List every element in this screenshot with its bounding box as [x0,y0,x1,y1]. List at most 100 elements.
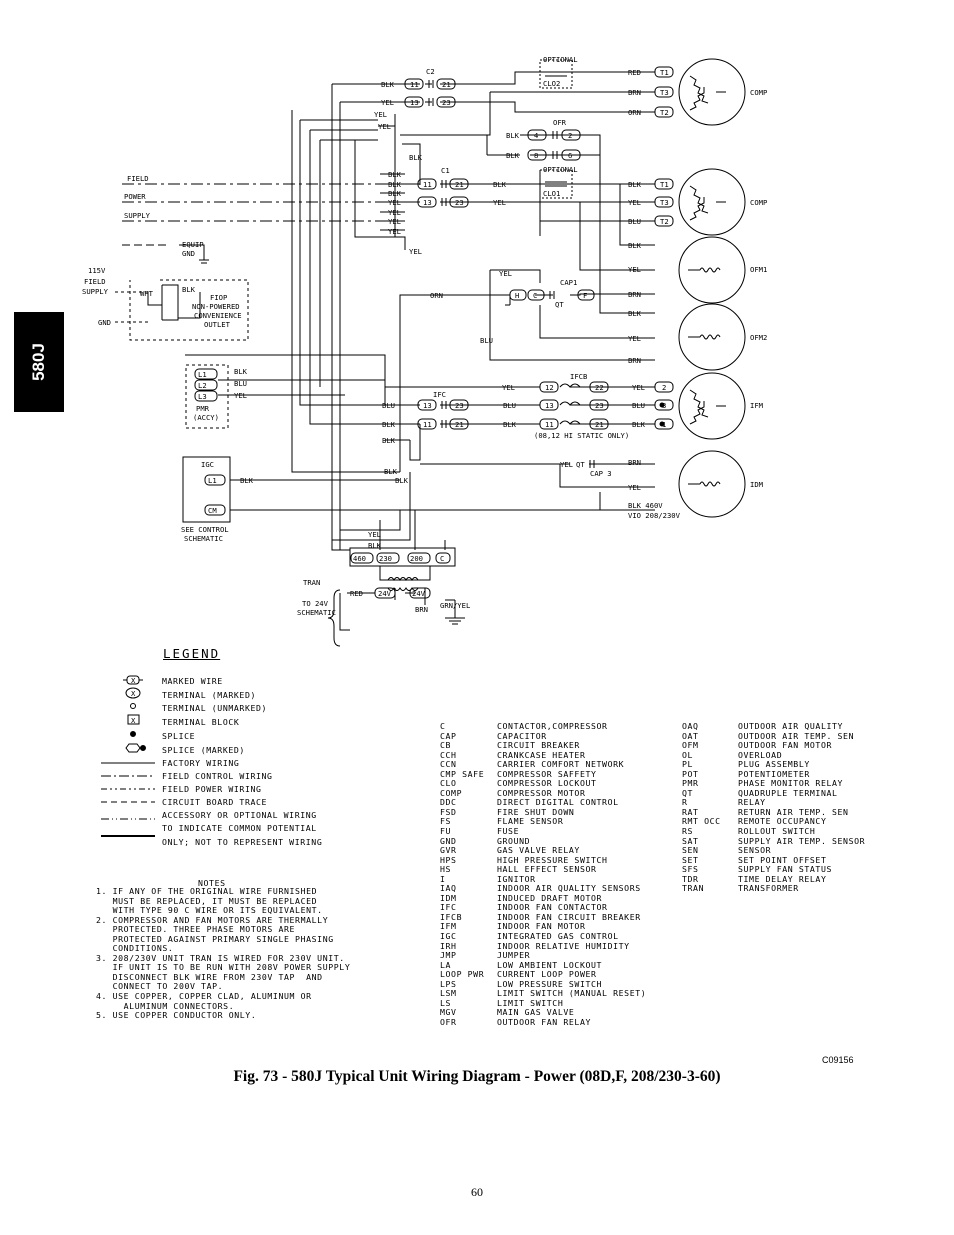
term-t2b: T2 [660,217,669,226]
wire-label-13: YEL [409,247,422,256]
abbr-meaning: FUSE [497,826,520,837]
abbr-meaning: SENSOR [738,845,772,856]
abbr-code: MGV [440,1007,457,1018]
abbr-code: LS [440,997,452,1008]
wire-label-29: YEL [560,460,573,469]
abbr-meaning: COMPRESSOR MOTOR [497,787,586,798]
hi-static-label: (08,12 HI STATIC ONLY) [534,431,629,440]
abbr-meaning: PLUG ASSEMBLY [738,759,810,770]
figure-code: C09156 [822,1055,854,1065]
pmr-label: PMR [196,404,210,413]
abbr-code: IDM [440,892,457,903]
abbr-meaning: GROUND [497,835,531,846]
abbr-meaning: INDOOR FAN CIRCUIT BREAKER [497,911,641,922]
motors [678,58,746,518]
term-13c: 13 [423,401,432,410]
wire-label-24: BLK [382,420,396,429]
abbr-meaning: CONTACTOR,COMPRESSOR [497,721,608,731]
abbr-code: FU [440,826,452,837]
abbr-meaning: COMPRESSOR SAFFETY [497,768,597,779]
legend-line-label: FIELD POWER WIRING [162,784,262,795]
c1-label: C1 [441,166,450,175]
note-line: CONNECT TO 200V TAP. [96,981,224,992]
abbr-meaning: LOW PRESSURE SWITCH [497,978,603,989]
comp-motor-top [678,58,746,126]
legend-symbol-label: SPLICE (MARKED) [162,744,245,755]
abbr-meaning: TRANSFORMER [738,883,799,894]
wire-label-3: YEL [374,110,387,119]
abbr-meaning: HIGH PRESSURE SWITCH [497,854,608,865]
abbr-meaning: FIRE SHUT DOWN [497,806,575,817]
legend-symbols [101,675,155,837]
tran-yel-label: YEL [368,530,381,539]
wires [115,71,655,647]
abbr-meaning: COMPRESSOR LOCKOUT [497,778,597,789]
note-line: 3. 208/230V UNIT TRAN IS WIRED FOR 230V … [96,952,345,963]
l3-label: L3 [198,392,207,401]
legend-line-label: TO INDICATE COMMON POTENTIAL [162,823,317,834]
pmr-yel-label: YEL [234,391,247,400]
abbr-code: FS [440,816,452,827]
abbr-code: OFR [440,1016,457,1027]
term-h: H [515,291,519,300]
outlet-label-3: CONVENIENCE [194,311,242,320]
comp-label-1: COMP [750,88,767,97]
abbr-meaning: REMOTE OCCUPANCY [738,816,827,827]
abbr-code: I [440,873,446,884]
qt-label: QT [555,300,564,309]
wire-label-26: BLK [382,436,396,445]
wire-label-22: BLU [382,401,395,410]
note-line: DISCONNECT BLK WIRE FROM 230V TAP AND [96,971,323,982]
wire-label-6: BLK [388,170,402,179]
blk460-label: BLK 460V [628,501,663,510]
abbr-code: RAT [682,806,699,817]
see-control-label: SEE CONTROL [181,525,229,534]
abbr-code: JMP [440,950,457,961]
term-23d: 23 [595,401,604,410]
term-21c: 21 [455,420,464,429]
color-yel-2: YEL [628,265,641,274]
abbr-meaning: INDOOR RELATIVE HUMIDITY [497,940,630,951]
gnd-label: GND [182,249,195,258]
abbr-code: GND [440,835,457,846]
ofm1-motor [678,236,746,304]
color-blu-4: BLU [632,401,645,410]
wire-label-8: BLK [388,189,402,198]
term-21a: 21 [442,80,451,89]
term-21b: 21 [455,180,464,189]
color-red: RED [628,68,641,77]
clo2-label: CLO2 [543,79,560,88]
abbr-meaning: OVERLOAD [738,749,783,760]
term-11b: 11 [423,180,432,189]
abbr-meaning: GAS VALVE RELAY [497,845,580,856]
term-11a: 11 [410,80,419,89]
tran-blk-label: BLK [368,541,382,550]
wire-label-11: YEL [388,217,401,226]
l1-label: L1 [198,370,207,379]
igc-label: IGC [201,460,214,469]
wire-label-9: YEL [388,198,401,207]
abbr-meaning: RETURN AIR TEMP. SEN [738,806,849,817]
abbr-code: OAQ [682,721,699,731]
abbr-meaning: LIMIT SWITCH [497,997,564,1008]
abbr-code: CAP [440,730,457,741]
abbr-meaning: LIMIT SWITCH (MANUAL RESET) [497,988,647,999]
wire-label-17: YEL [493,198,506,207]
abbr-meaning: CURRENT LOOP POWER [497,969,597,980]
abbr-code: SFS [682,864,699,875]
legend-symbol-label: TERMINAL (MARKED) [162,689,256,700]
abbr-code: HS [440,864,452,875]
abbr-code: RMT OCC [682,816,721,827]
abbr-meaning: TIME DELAY RELAY [738,873,827,884]
note-line: 1. IF ANY OF THE ORIGINAL WIRE FURNISHED [96,886,318,896]
term-13a: 13 [410,98,419,107]
ofm2-label: OFM2 [750,333,767,342]
abbr-meaning: INTEGRATED GAS CONTROL [497,931,619,942]
pmr-blu-label: BLU [234,379,247,388]
abbr-code: IFM [440,921,457,932]
note-line: 5. USE COPPER CONDUCTOR ONLY. [96,1010,257,1021]
color-blu-1: BLU [628,217,641,226]
note-line: WITH TYPE 90 C WIRE OR ITS EQUIVALENT. [96,905,323,916]
abbr-meaning: INDOOR AIR QUALITY SENSORS [497,883,641,894]
term-11d: 11 [545,420,554,429]
